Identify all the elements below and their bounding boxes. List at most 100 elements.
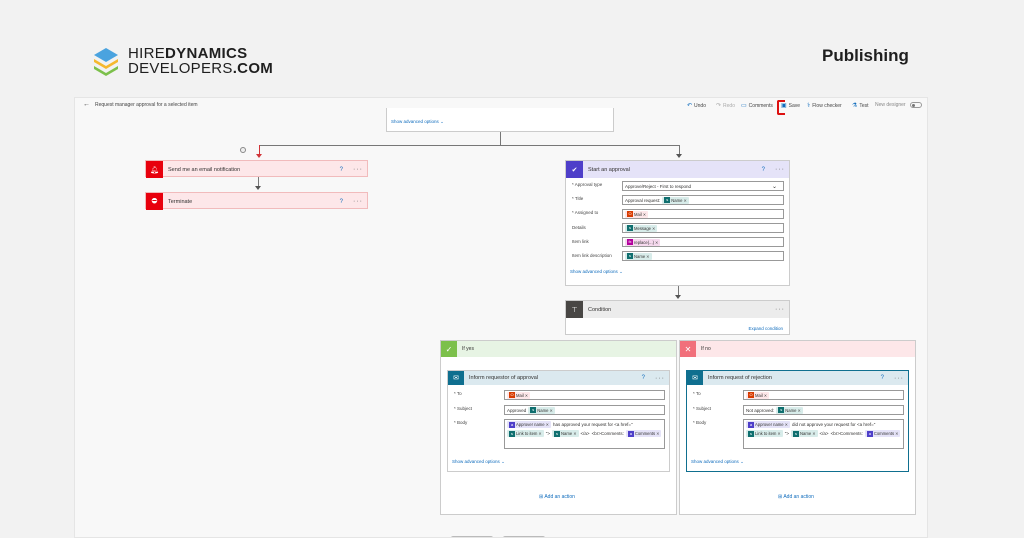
if-no-title: If no [701, 346, 711, 352]
remove-icon[interactable]: ✕ [524, 392, 529, 398]
show-advanced-no[interactable]: Show advanced options ⌄ [691, 459, 744, 465]
remove-icon[interactable]: ✕ [545, 422, 549, 427]
flow-checker-button[interactable]: ⚕Flow checker [807, 102, 842, 110]
remove-icon[interactable]: ✕ [812, 431, 816, 436]
check-icon: ✓ [441, 341, 457, 357]
save-button[interactable]: ▣Save [781, 102, 800, 110]
remove-icon[interactable]: ✕ [646, 253, 650, 259]
terminate-card[interactable]: ⛔︎ Terminate ? ··· [145, 192, 368, 210]
office-icon: O [509, 392, 515, 398]
add-action-no[interactable]: ⊞ Add an action [778, 494, 814, 500]
send-email-card[interactable]: 🔔︎ Send me an email notification ? ··· [145, 160, 368, 178]
help-icon[interactable]: ? [339, 198, 343, 205]
new-designer-toggle[interactable]: New designer [875, 102, 922, 108]
show-advanced-approval[interactable]: Show advanced options ⌄ [570, 269, 623, 275]
remove-icon[interactable]: ✕ [656, 431, 660, 436]
help-icon[interactable]: ? [339, 166, 343, 173]
show-advanced-top[interactable]: Show advanced options ⌄ [391, 119, 444, 125]
redo-button[interactable]: ↷Redo [716, 102, 735, 110]
approval-icon: a [866, 430, 873, 437]
bottom-button[interactable] [503, 536, 545, 537]
remove-icon[interactable]: ✕ [642, 211, 647, 217]
add-action-no-label: Add an action [783, 494, 814, 500]
inform-approval-title: Inform requestor of approval [469, 375, 539, 381]
approval-type-select[interactable]: Approve/Reject - First to respond⌄ [622, 181, 784, 191]
mail-icon: ✉ [448, 371, 464, 385]
bottom-button[interactable] [451, 536, 493, 537]
test-button[interactable]: ⚗Test [852, 102, 869, 110]
show-advanced-yes[interactable]: Show advanced options ⌄ [452, 459, 505, 465]
more-options-icon[interactable]: ··· [775, 166, 785, 173]
condition-card[interactable]: ⊤ Condition ··· Expand condition [565, 300, 790, 335]
function-icon: fx [627, 239, 633, 245]
arrow-down-icon [676, 154, 682, 158]
chip-label: Comments [634, 431, 656, 436]
remove-icon[interactable]: ✕ [763, 392, 768, 398]
back-arrow-icon[interactable]: ← [83, 101, 90, 108]
remove-icon[interactable]: ✕ [895, 431, 899, 436]
inform-rejection-card[interactable]: ✉ Inform request of rejection ? ··· * To… [686, 370, 909, 472]
remove-icon[interactable]: ✕ [655, 239, 659, 245]
more-options-icon[interactable]: ··· [353, 198, 363, 205]
redo-icon: ↷ [716, 103, 722, 109]
help-icon[interactable]: ? [761, 166, 765, 173]
remove-icon[interactable]: ✕ [797, 407, 801, 413]
remove-icon[interactable]: ✕ [549, 407, 553, 413]
chip-label: replace(...) [634, 239, 655, 245]
help-icon[interactable]: ? [641, 375, 645, 381]
remove-icon[interactable]: ✕ [683, 197, 687, 203]
sharepoint-icon: s [554, 430, 561, 437]
undo-button[interactable]: ↶Undo [687, 102, 706, 110]
toggle-switch-icon[interactable] [909, 102, 922, 108]
help-icon[interactable]: ? [880, 375, 884, 381]
show-advanced-approval-label: Show advanced options [570, 269, 618, 274]
remove-icon[interactable]: ✕ [573, 431, 577, 436]
more-options-icon[interactable]: ··· [655, 374, 665, 382]
add-action-yes[interactable]: ⊞ Add an action [539, 494, 575, 500]
inform-approval-card[interactable]: ✉ Inform requestor of approval ? ··· * T… [447, 370, 670, 472]
remove-icon[interactable]: ✕ [777, 431, 781, 436]
show-advanced-no-label: Show advanced options [691, 459, 739, 464]
comments-button[interactable]: ▭Comments [741, 102, 773, 110]
remove-icon[interactable]: ✕ [538, 431, 542, 436]
more-options-icon[interactable]: ··· [775, 306, 785, 313]
run-after-dot[interactable] [240, 147, 246, 153]
expand-condition-link[interactable]: Expand condition [748, 326, 783, 331]
remove-icon[interactable]: ✕ [784, 422, 788, 427]
remove-icon[interactable]: ✕ [652, 225, 656, 231]
more-options-icon[interactable]: ··· [894, 374, 904, 382]
chevron-down-icon: ⌄ [740, 459, 744, 464]
assigned-label: * Assigned to [572, 210, 599, 215]
approval-card[interactable]: ✔ Start an approval ? ··· * Approval typ… [565, 160, 790, 286]
sharepoint-icon: s [778, 407, 785, 413]
more-options-icon[interactable]: ··· [353, 166, 363, 173]
